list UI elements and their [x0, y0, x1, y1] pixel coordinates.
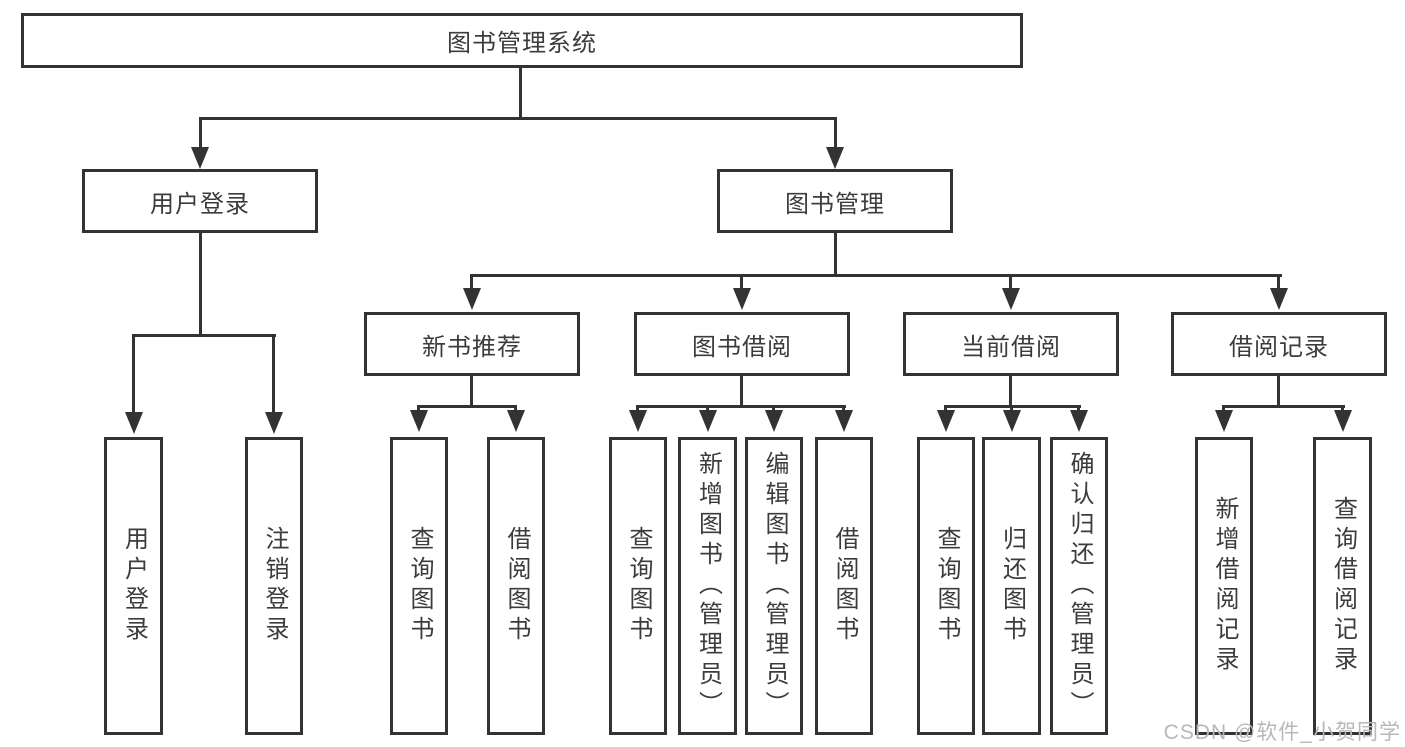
leaf-add-borrow-record: 新增借阅记录: [1195, 437, 1253, 735]
leaf-query-borrow-record-label: 查询借阅记录: [1329, 496, 1357, 676]
arrowhead-bookborrow-add: [699, 410, 717, 432]
connector-login-stem: [199, 233, 202, 336]
connector-drop-bookborrow-leaf4: [842, 405, 845, 413]
arrowhead-bookborrow-query: [629, 410, 647, 432]
connector-login-branch: [132, 334, 276, 337]
node-book-management: 图书管理: [717, 169, 953, 233]
connector-drop-recommend-leaf2: [514, 405, 517, 413]
connector-currentborrow-stem: [1009, 376, 1012, 407]
leaf-confirm-return-admin: 确认归还（管理员）: [1050, 437, 1108, 735]
leaf-recommend-borrow-books: 借阅图书: [487, 437, 545, 735]
csdn-watermark: CSDN @软件_小贺同学: [1163, 721, 1401, 744]
connector-drop-current-borrow: [1009, 274, 1012, 290]
arrowhead-book-mgmt: [826, 147, 844, 169]
node-user-login: 用户登录: [82, 169, 318, 233]
connector-level3-branch: [470, 274, 1282, 277]
arrowhead-borrow-records: [1270, 288, 1288, 310]
connector-root-stem: [519, 68, 522, 118]
connector-drop-borrow-records: [1277, 274, 1280, 290]
connector-drop-leaf-user-login: [132, 334, 135, 412]
connector-records-stem: [1277, 376, 1280, 407]
node-book-borrow: 图书借阅: [634, 312, 850, 376]
arrowhead-new-book-recommend: [463, 288, 481, 310]
leaf-query-borrow-record: 查询借阅记录: [1313, 437, 1372, 735]
connector-drop-records-leaf2: [1341, 405, 1344, 413]
arrowhead-current-borrow: [1002, 288, 1020, 310]
leaf-logout: 注销登录: [245, 437, 303, 735]
connector-drop-recommend-leaf1: [417, 405, 420, 413]
connector-drop-currentborrow-leaf2: [1010, 405, 1013, 413]
leaf-recommend-query-books: 查询图书: [390, 437, 448, 735]
arrowhead-recommend-query: [410, 410, 428, 432]
connector-drop-bookborrow-leaf2: [706, 405, 709, 413]
leaf-recommend-query-books-label: 查询图书: [406, 526, 433, 646]
arrowhead-records-query: [1334, 410, 1352, 432]
arrowhead-bookborrow-edit: [765, 410, 783, 432]
connector-drop-bookborrow-leaf3: [772, 405, 775, 413]
connector-drop-new-book-recommend: [470, 274, 473, 290]
arrowhead-currentborrow-confirm: [1070, 410, 1088, 432]
connector-drop-book-mgmt: [834, 117, 837, 149]
arrowhead-currentborrow-return: [1003, 410, 1021, 432]
leaf-add-books-admin-label: 新增图书（管理员）: [694, 451, 722, 721]
node-current-borrow: 当前借阅: [903, 312, 1119, 376]
leaf-edit-books-admin: 编辑图书（管理员）: [745, 437, 803, 735]
arrowhead-bookborrow-borrow: [835, 410, 853, 432]
arrowhead-records-add: [1215, 410, 1233, 432]
node-root-system: 图书管理系统: [21, 13, 1023, 68]
connector-bookborrow-stem: [740, 376, 743, 407]
leaf-borrow-query-books-label: 查询图书: [625, 526, 652, 646]
connector-recommend-stem: [470, 376, 473, 407]
connector-drop-user-login: [199, 117, 202, 149]
leaf-recommend-borrow-books-label: 借阅图书: [503, 526, 530, 646]
connector-drop-book-borrow: [740, 274, 743, 290]
connector-root-branch: [199, 117, 837, 120]
connector-drop-bookborrow-leaf1: [636, 405, 639, 413]
connector-bookmgmt-stem: [834, 233, 837, 277]
leaf-logout-label: 注销登录: [261, 526, 288, 646]
arrowhead-recommend-borrow: [507, 410, 525, 432]
leaf-edit-books-admin-label: 编辑图书（管理员）: [761, 451, 788, 721]
leaf-user-login-label: 用户登录: [120, 526, 148, 646]
arrowhead-user-login: [191, 147, 209, 169]
leaf-borrow-books: 借阅图书: [815, 437, 873, 735]
arrowhead-currentborrow-query: [937, 410, 955, 432]
leaf-user-login: 用户登录: [104, 437, 163, 735]
connector-drop-currentborrow-leaf1: [944, 405, 947, 413]
leaf-confirm-return-admin-label: 确认归还（管理员）: [1066, 451, 1093, 721]
leaf-borrow-query-books: 查询图书: [609, 437, 667, 735]
connector-recommend-branch: [417, 405, 517, 408]
arrowhead-book-borrow: [733, 288, 751, 310]
connector-bookborrow-branch: [636, 405, 846, 408]
leaf-return-books-label: 归还图书: [998, 526, 1026, 646]
connector-drop-leaf-logout: [272, 334, 275, 412]
connector-drop-currentborrow-leaf3: [1077, 405, 1080, 413]
node-new-book-recommend: 新书推荐: [364, 312, 580, 376]
leaf-return-books: 归还图书: [982, 437, 1041, 735]
connector-records-branch: [1222, 405, 1345, 408]
leaf-add-borrow-record-label: 新增借阅记录: [1211, 496, 1238, 676]
arrowhead-leaf-logout: [265, 412, 283, 434]
leaf-current-query-books-label: 查询图书: [933, 526, 960, 646]
leaf-add-books-admin: 新增图书（管理员）: [678, 437, 737, 735]
leaf-current-query-books: 查询图书: [917, 437, 975, 735]
node-borrow-records: 借阅记录: [1171, 312, 1387, 376]
arrowhead-leaf-user-login: [125, 412, 143, 434]
connector-drop-records-leaf1: [1222, 405, 1225, 413]
leaf-borrow-books-label: 借阅图书: [831, 526, 858, 646]
